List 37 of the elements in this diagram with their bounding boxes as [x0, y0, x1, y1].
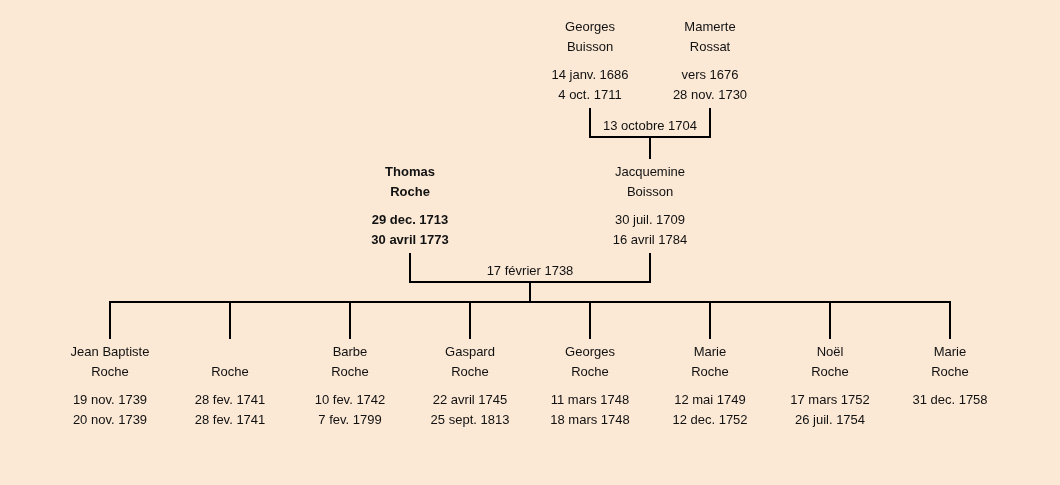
date-text: 30 avril 1773: [371, 231, 449, 249]
person-name: Thomas Roche: [385, 164, 435, 199]
date-text: 14 janv. 1686: [551, 66, 629, 84]
connector-line: [649, 108, 711, 159]
date-text: 16 avril 1784: [612, 231, 688, 249]
date-text: 12 dec. 1752: [672, 411, 748, 429]
person-name: Barbe Roche: [331, 344, 369, 379]
date-text: 26 juil. 1754: [794, 411, 866, 429]
person-name: Marie Roche: [691, 344, 729, 379]
person-name: Roche: [211, 364, 249, 379]
date-text: 18 mars 1748: [550, 411, 630, 429]
person-name: Georges Roche: [565, 344, 615, 379]
person-name: Marie Roche: [931, 344, 969, 379]
date-text: 19 nov. 1739: [72, 391, 148, 409]
date-text: 31 dec. 1758: [912, 391, 988, 409]
date-text: 4 oct. 1711: [558, 86, 622, 104]
date-text: 28 fev. 1741: [194, 411, 266, 429]
date-text: 7 fev. 1799: [318, 411, 382, 429]
date-text: 11 mars 1748: [550, 391, 630, 409]
date-text: 22 avril 1745: [432, 391, 508, 409]
date-text: 29 dec. 1713: [371, 211, 449, 229]
date-text: 20 nov. 1739: [72, 411, 148, 429]
date-text: 30 juil. 1709: [614, 211, 686, 229]
connector-line: [529, 253, 951, 339]
person-name: Jacquemine Boisson: [614, 164, 686, 199]
date-text: 28 fev. 1741: [194, 391, 266, 409]
person-name: Jean Baptiste Roche: [70, 344, 150, 379]
person-name: Noël Roche: [811, 344, 849, 379]
date-text: 25 sept. 1813: [430, 411, 510, 429]
date-text: 17 mars 1752: [790, 391, 870, 409]
date-text: 10 fev. 1742: [314, 391, 386, 409]
person-name: Gaspard Roche: [445, 344, 495, 379]
person-name: Mamerte Rossat: [684, 19, 736, 54]
date-text: 12 mai 1749: [674, 391, 746, 409]
person-name: Georges Buisson: [565, 19, 615, 54]
date-text: 28 nov. 1730: [672, 86, 748, 104]
date-text: vers 1676: [681, 66, 739, 84]
